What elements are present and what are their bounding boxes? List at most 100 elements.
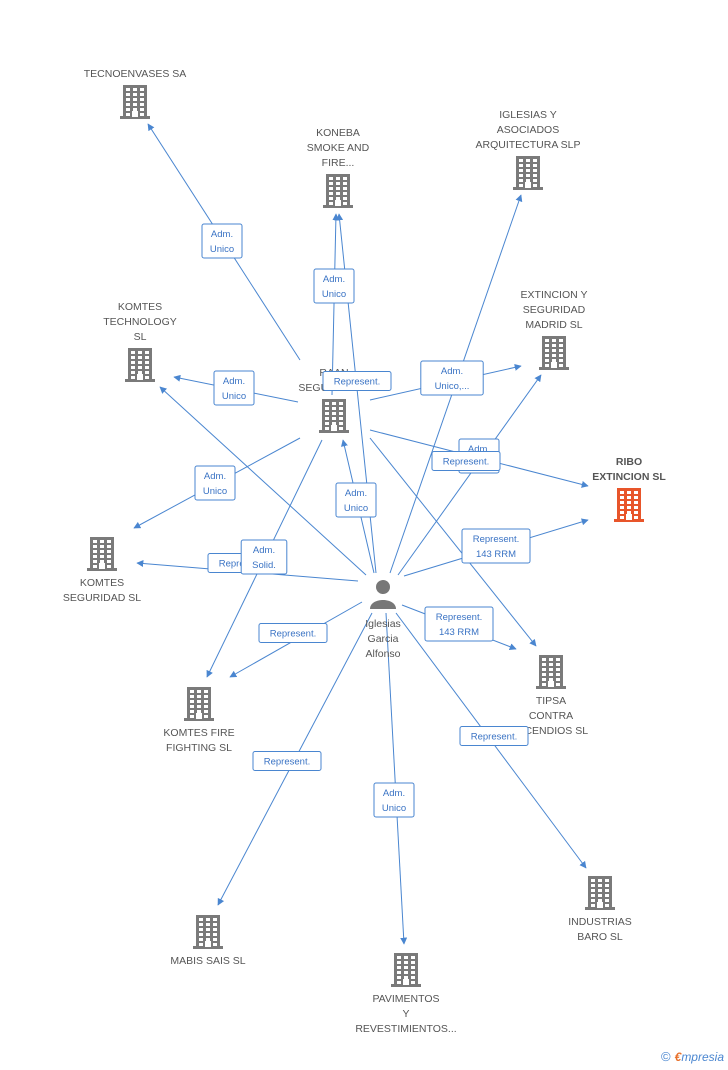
node-label: Y xyxy=(402,1008,409,1020)
edge-label-person-to-pavimentos[interactable]: Adm. Unico xyxy=(373,782,415,818)
edge-label-text: Unico xyxy=(222,391,246,402)
edge-label-raan-to-tecnoenvases[interactable]: Adm. Unico xyxy=(201,223,243,259)
brand-logo-e: € xyxy=(674,1050,682,1064)
edge-label-raan-to-komtes_tech[interactable]: Adm.Unico xyxy=(213,370,255,406)
node-tecnoenvases[interactable]: TECNOENVASES SA xyxy=(84,68,187,119)
node-label: ARQUITECTURA SLP xyxy=(475,139,580,151)
edge-label-box xyxy=(322,371,392,391)
edge-label-text: Adm. xyxy=(204,471,226,482)
node-label: MABIS SAIS SL xyxy=(170,955,245,967)
building-icon xyxy=(87,537,117,571)
node-komtes_fire[interactable]: KOMTES FIRE FIGHTING SL xyxy=(163,687,235,754)
edge-label-person-to-industrias_baro[interactable]: Represent. xyxy=(459,726,529,746)
edge-label-person-to-tipsa[interactable]: Represent.143 RRM xyxy=(424,606,494,642)
edge-label-person-to-mabis[interactable]: Represent. xyxy=(252,751,322,771)
node-iglesias_asoc[interactable]: IGLESIAS Y ASOCIADOS ARQUITECTURA SLP xyxy=(475,109,581,190)
building-icon xyxy=(319,399,349,433)
brand-logo-text: mpresia xyxy=(681,1050,724,1064)
node-label: SL xyxy=(134,331,147,343)
node-label: BARO SL xyxy=(577,931,623,943)
edge-label-box xyxy=(431,451,501,471)
edge-label-text: Represent. xyxy=(264,757,310,768)
node-label: EXTINCION Y xyxy=(521,289,588,301)
node-label: KOMTES FIRE xyxy=(163,727,234,739)
node-label: REVESTIMIENTOS... xyxy=(355,1023,456,1035)
edge-label-text: Solid. xyxy=(252,560,276,571)
edge-label-text: 143 RRM xyxy=(476,549,516,560)
node-label: RIBO xyxy=(616,456,642,468)
node-label: SEGURIDAD xyxy=(523,304,586,316)
node-label: Iglesias xyxy=(365,618,401,630)
edge-label-text: Adm. xyxy=(211,229,233,240)
edge-label-box xyxy=(424,606,494,642)
edge-label-person-to-ribo[interactable]: Represent. 143 RRM xyxy=(461,528,531,564)
edge-label-person-to-komtes_tech[interactable]: Represent. xyxy=(322,371,392,391)
edge-label-box xyxy=(194,465,236,501)
edge-label-box xyxy=(420,360,484,396)
node-komtes_tech[interactable]: KOMTES TECHNOLOGY SL xyxy=(103,301,177,382)
building-icon xyxy=(539,336,569,370)
edge-raan-to-tipsa xyxy=(369,437,537,647)
edge-label-box xyxy=(258,623,328,643)
edge-label-raan-to-extincion_madrid[interactable]: Adm.Unico,... xyxy=(420,360,484,396)
node-mabis[interactable]: MABIS SAIS SL xyxy=(170,915,246,967)
edge-person-to-extincion_madrid xyxy=(397,374,542,576)
edge-labels-layer: Adm.UnicoAdm.UnicoAdm.Unico,...Adm.Unico… xyxy=(194,223,531,818)
edge-label-raan-to-komtes_fire[interactable]: Adm. Solid. xyxy=(240,539,288,575)
building-icon xyxy=(536,655,566,689)
node-label: KOMTES xyxy=(118,301,162,313)
building-icon xyxy=(184,687,214,721)
edge-label-raan-to-komtes_seg[interactable]: Adm. Unico xyxy=(194,465,236,501)
node-label: TECHNOLOGY xyxy=(103,316,177,328)
node-label: CONTRA xyxy=(529,710,573,722)
watermark: ©€mpresia xyxy=(661,1049,724,1064)
edge-label-box xyxy=(252,751,322,771)
node-label: FIRE... xyxy=(322,157,355,169)
edge-label-raan-to-koneba[interactable]: Adm.Unico xyxy=(313,268,355,304)
edge-label-text: Unico xyxy=(210,244,234,255)
edge-label-raan-to-ribo[interactable]: Represent. xyxy=(431,451,501,471)
edge-label-text: Represent. xyxy=(443,457,489,468)
edge-label-box xyxy=(240,539,288,575)
building-icon xyxy=(323,174,353,208)
edge-label-text: Adm. xyxy=(323,274,345,285)
edge-label-text: Adm. xyxy=(253,545,275,556)
node-label: Alfonso xyxy=(365,648,400,660)
node-ribo[interactable]: RIBO EXTINCION SL xyxy=(592,456,666,522)
edge-label-box xyxy=(313,268,355,304)
edge-label-text: Represent. xyxy=(436,612,482,623)
edge-label-box xyxy=(461,528,531,564)
edge-label-text: Adm. xyxy=(345,488,367,499)
edge-label-text: Represent. xyxy=(334,377,380,388)
node-label: SMOKE AND xyxy=(307,142,370,154)
building-icon xyxy=(120,85,150,119)
edge-label-box xyxy=(213,370,255,406)
node-label: TECNOENVASES SA xyxy=(84,68,187,80)
node-label: IGLESIAS Y xyxy=(499,109,557,121)
building-icon xyxy=(391,953,421,987)
node-pavimentos[interactable]: PAVIMENTOS Y REVESTIMIENTOS... xyxy=(355,953,457,1035)
edge-label-text: Unico xyxy=(382,803,406,814)
edge-label-text: Adm. xyxy=(383,788,405,799)
edge-label-text: Represent. xyxy=(473,534,519,545)
node-label: ASOCIADOS xyxy=(497,124,559,136)
node-label: PAVIMENTOS xyxy=(372,993,439,1005)
focus-building-icon xyxy=(614,488,644,522)
node-label: EXTINCION SL xyxy=(592,471,666,483)
person-icon xyxy=(370,580,396,609)
edge-label-box xyxy=(335,482,377,518)
edge-label-person-to-komtes_fire[interactable]: Represent. xyxy=(258,623,328,643)
node-label: SEGURIDAD SL xyxy=(63,592,141,604)
building-icon xyxy=(193,915,223,949)
node-label: FIGHTING SL xyxy=(166,742,232,754)
edge-label-text: Unico xyxy=(203,486,227,497)
edge-label-person-to-raan[interactable]: Adm.Unico xyxy=(335,482,377,518)
